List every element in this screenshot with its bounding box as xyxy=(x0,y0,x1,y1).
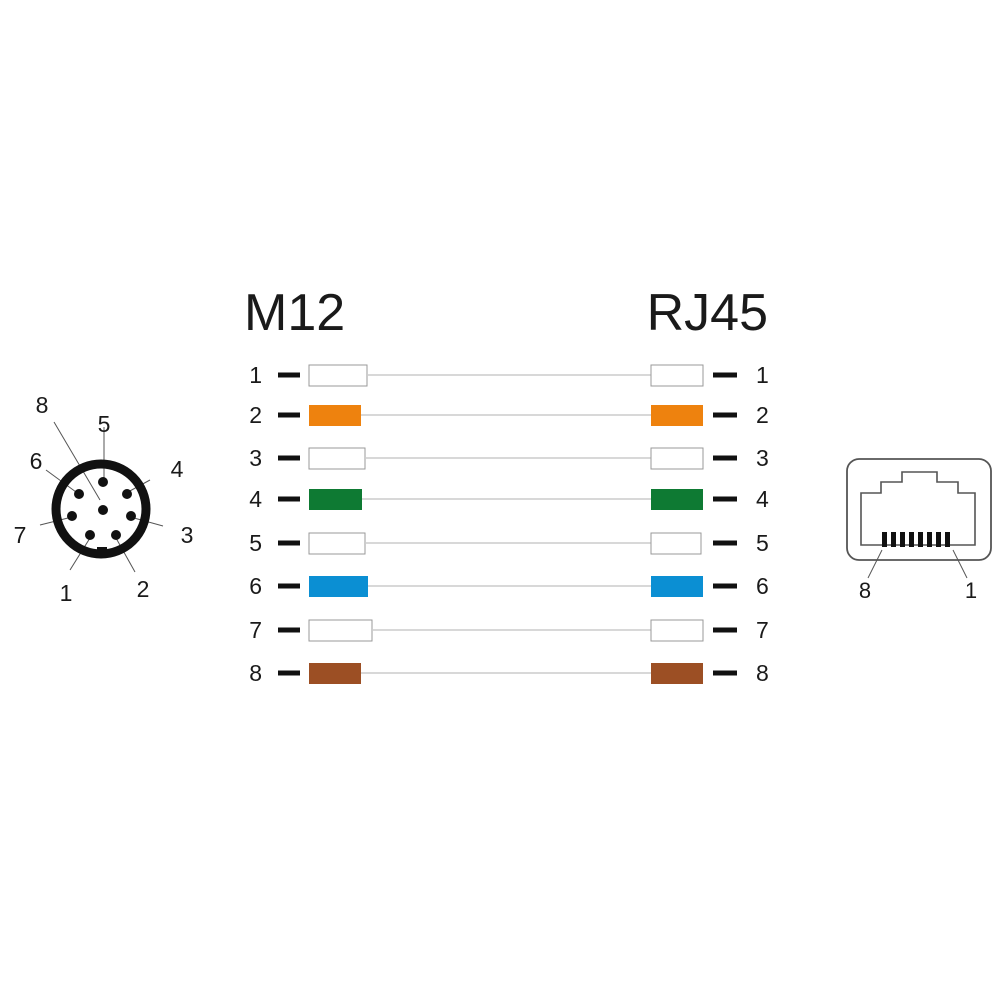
left-wire-block xyxy=(308,364,368,387)
m12-pin-6 xyxy=(74,489,84,499)
right-wire-block xyxy=(651,576,703,597)
m12-pin-1 xyxy=(85,530,95,540)
rj45-connector: 8 1 xyxy=(846,458,992,603)
right-pin-label: 4 xyxy=(756,486,769,512)
left-pin-label: 7 xyxy=(249,617,262,643)
right-pin-dash xyxy=(713,670,737,676)
right-pin-label: 6 xyxy=(756,573,769,599)
m12-label-8: 8 xyxy=(36,392,49,418)
right-wire-block xyxy=(650,532,702,555)
m12-label-7: 7 xyxy=(14,522,27,548)
left-wire-block xyxy=(308,619,373,642)
m12-label-6: 6 xyxy=(30,448,43,474)
left-wire-block xyxy=(309,663,361,684)
left-wire-block xyxy=(309,489,362,510)
right-wire-block xyxy=(651,663,703,684)
left-pin-dash xyxy=(278,496,300,502)
left-wire-block xyxy=(308,447,366,470)
left-wire-block xyxy=(309,576,368,597)
right-pin-label: 8 xyxy=(756,660,769,686)
left-pin-label: 3 xyxy=(249,445,262,471)
m12-label-1: 1 xyxy=(60,580,73,606)
rj45-contacts xyxy=(882,532,950,547)
rj45-title: RJ45 xyxy=(647,284,768,342)
m12-pin-5 xyxy=(98,477,108,487)
left-pin-label: 5 xyxy=(249,530,262,556)
right-pin-dash xyxy=(713,372,737,378)
left-pin-dash xyxy=(278,412,300,418)
m12-label-5: 5 xyxy=(98,411,111,437)
left-pin-dash xyxy=(278,372,300,378)
right-pin-label: 7 xyxy=(756,617,769,643)
left-pin-label: 8 xyxy=(249,660,262,686)
m12-pin-8 xyxy=(98,505,108,515)
m12-pins xyxy=(67,477,136,540)
left-pin-dash xyxy=(278,583,300,589)
right-wire-block xyxy=(651,489,703,510)
right-pin-dash xyxy=(713,455,737,461)
right-pin-dash xyxy=(713,412,737,418)
m12-key-notch xyxy=(97,547,107,554)
right-pin-dash xyxy=(713,540,737,546)
left-pin-dash xyxy=(278,540,300,546)
right-pin-dash xyxy=(713,496,737,502)
right-wire-block xyxy=(650,364,704,387)
m12-label-3: 3 xyxy=(181,522,194,548)
right-pin-label: 3 xyxy=(756,445,769,471)
right-pin-label: 5 xyxy=(756,530,769,556)
m12-pin-4 xyxy=(122,489,132,499)
right-wire-block xyxy=(650,447,704,470)
right-pin-label: 1 xyxy=(756,362,769,388)
m12-label-2: 2 xyxy=(137,576,150,602)
rj45-label-1: 1 xyxy=(965,578,977,603)
m12-title: M12 xyxy=(244,284,345,342)
m12-connector: 8 5 6 4 7 3 1 2 xyxy=(14,392,194,606)
right-pin-dash xyxy=(713,583,737,589)
right-wire-block xyxy=(650,619,704,642)
left-wire-block xyxy=(309,405,361,426)
right-pin-dash xyxy=(713,627,737,633)
left-pin-dash xyxy=(278,627,300,633)
m12-pin-7 xyxy=(67,511,77,521)
left-pin-dash xyxy=(278,670,300,676)
left-pin-dash xyxy=(278,455,300,461)
left-pin-label: 2 xyxy=(249,402,262,428)
m12-label-4: 4 xyxy=(171,456,184,482)
m12-pin-3 xyxy=(126,511,136,521)
right-pin-label: 2 xyxy=(756,402,769,428)
left-pin-label: 4 xyxy=(249,486,262,512)
left-pin-label: 1 xyxy=(249,362,262,388)
rj45-jack-outline xyxy=(860,471,976,546)
m12-pin-2 xyxy=(111,530,121,540)
left-wire-block xyxy=(308,532,366,555)
rj45-label-8: 8 xyxy=(859,578,871,603)
left-pin-label: 6 xyxy=(249,573,262,599)
right-wire-block xyxy=(651,405,703,426)
